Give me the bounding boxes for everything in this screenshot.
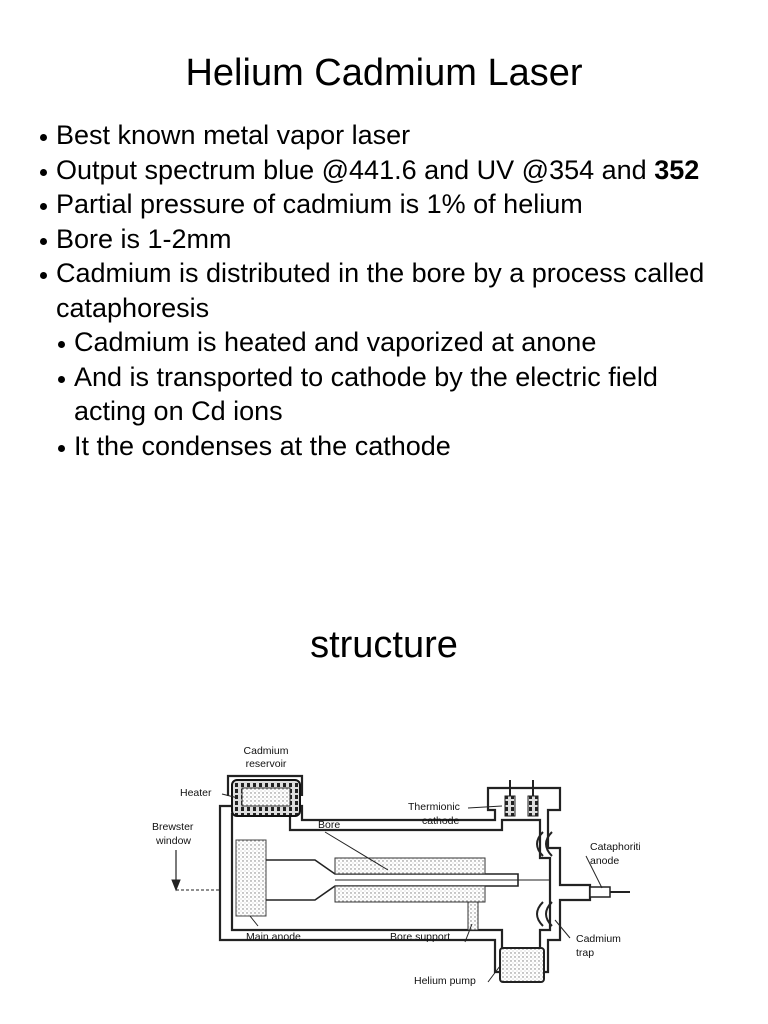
sub-bullet-text: And is transported to cathode by the ele… [74,361,658,427]
leader-lines [221,793,603,983]
bullet-item: Cadmium is distributed in the bore by a … [40,256,730,325]
slide-title: Helium Cadmium Laser [185,52,583,94]
bullet-icon [40,168,47,176]
sub-bullet-text: Cadmium is heated and vaporized at anone [74,327,597,357]
sub-bullet-text: It the condenses at the cathode [74,430,451,461]
bullet-item: Bore is 1-2mm [40,222,730,257]
bullet-icon [58,375,65,383]
bullet-icon [40,237,47,245]
bullet-text: Cadmium is distributed in the bore by a … [56,258,705,323]
label-bore: Bore [318,819,340,831]
sub-bullet-item: Cadmium is heated and vaporized at anone [58,325,730,360]
label-bore-support: Bore support [390,931,450,943]
sub-bullet-item: It the condenses at the cathode [58,429,730,464]
cadmium-reservoir [231,779,301,817]
bullet-item: Output spectrum blue @441.6 and UV @354 … [40,153,730,188]
brewster-window-arrow [171,850,220,892]
sub-bullet-item: And is transported to cathode by the ele… [58,360,730,429]
bullet-item: Partial pressure of cadmium is 1% of hel… [40,187,730,222]
label-heater: Heater [180,787,212,799]
bore [266,857,550,903]
bullet-icon [40,203,47,210]
bullet-text: Bore is 1-2mm [56,223,232,254]
main-anode [235,839,267,917]
label-brewster-2: window [155,835,191,847]
bore-support [467,901,479,931]
laser-structure-diagram: Cadmium reservoir Heater Brewster window… [150,740,640,1002]
bullet-list: Best known metal vapor laser Output spec… [40,118,730,463]
bullet-bold-text: 352 [654,154,700,185]
cataphoretic-anode [589,886,630,898]
label-cadmium-trap-2: trap [576,947,594,959]
helium-pump [499,947,545,983]
thermionic-cathode [504,780,539,817]
label-main-anode: Main anode [246,931,301,943]
label-cadmium-reservoir-2: reservoir [246,758,287,770]
bullet-text: Best known metal vapor laser [56,120,411,150]
label-brewster-1: Brewster [152,821,194,833]
bullet-icon [58,341,65,348]
bullet-icon [58,444,65,452]
label-cataphoretic-1: Cataphoritic [590,841,640,853]
label-thermionic-2: cathode [422,815,460,827]
bullet-text: Partial pressure of cadmium is 1% of hel… [56,189,583,219]
label-cadmium-trap-1: Cadmium [576,933,621,945]
label-cataphoretic-2: anode [590,855,619,867]
bullet-item: Best known metal vapor laser [40,118,730,153]
label-thermionic-1: Thermionic [408,801,460,813]
laser-structure-svg: Cadmium reservoir Heater Brewster window… [152,745,640,987]
bullet-icon [40,272,47,279]
cadmium-trap [536,831,553,927]
bullet-text: Output spectrum blue @441.6 and UV @354 … [56,154,655,185]
label-cadmium-reservoir-1: Cadmium [244,745,289,757]
slide-title: structure [310,624,458,666]
slide-structure: structure [0,512,768,1024]
label-helium-pump: Helium pump [414,975,476,987]
slide-helium-cadmium-laser: Helium Cadmium Laser Best known metal va… [40,52,730,463]
bullet-icon [40,134,47,141]
